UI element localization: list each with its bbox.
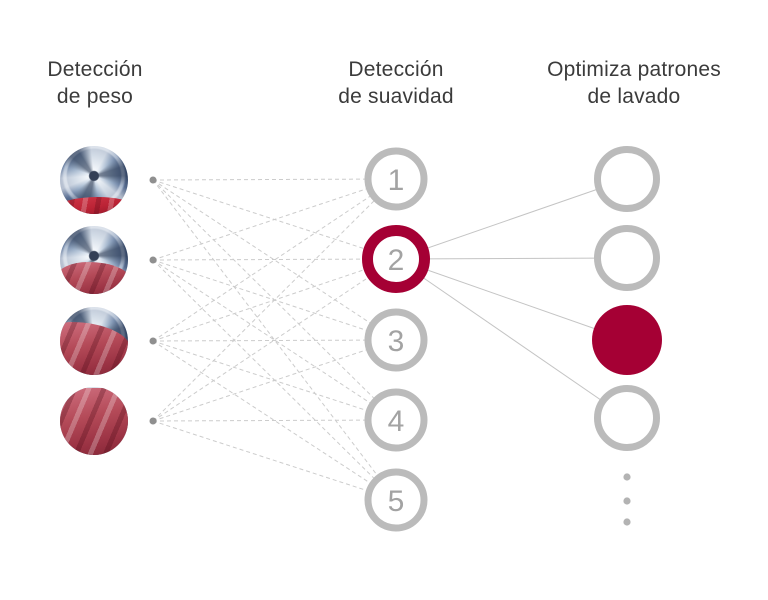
input-connector-dot-3 [149, 337, 157, 345]
fabric-load [60, 321, 128, 375]
hidden-node-1 [364, 147, 428, 211]
header-line-2: de suavidad [338, 85, 454, 108]
output-node-2 [594, 225, 660, 291]
input-connector-dot-1 [149, 176, 157, 184]
header-line-2: de peso [56, 85, 134, 108]
fabric-load [60, 262, 128, 294]
fabric-load [60, 196, 128, 214]
output-node-1 [594, 146, 660, 212]
hidden-node-label-2: 2 [388, 244, 405, 277]
column-header-weight-detection: Detección de peso [0, 56, 190, 110]
header-line-1: Detección [47, 58, 143, 81]
edge-input3-hidden5 [152, 340, 397, 501]
edge-input1-hidden5 [152, 179, 397, 501]
edge-input4-hidden4 [152, 419, 397, 422]
edge-hidden2-output3 [395, 258, 628, 341]
header-line-1: Optimiza patrones [547, 58, 721, 81]
output-ellipsis-dot-2 [623, 497, 631, 505]
header-line-2: de lavado [587, 85, 681, 108]
edge-input1-hidden1 [152, 178, 397, 181]
output-node-3-active [592, 305, 662, 375]
drum-load-full-image [60, 387, 128, 455]
output-ellipsis-dot-1 [623, 473, 631, 481]
edge-input2-hidden1 [152, 178, 397, 261]
hidden-node-label-5: 5 [388, 485, 405, 518]
hidden-node-label-3: 3 [388, 325, 405, 358]
output-ellipsis-dot-3 [623, 518, 631, 526]
hidden-node-label-4: 4 [388, 405, 405, 438]
hidden-node-4 [364, 388, 428, 452]
edge-input3-hidden3 [152, 339, 397, 342]
hidden-node-3 [364, 308, 428, 372]
drum-load-small-image [60, 146, 128, 214]
edge-input2-hidden2 [152, 258, 397, 261]
edge-hidden2-output1 [395, 178, 628, 260]
input-connector-dot-4 [149, 417, 157, 425]
edge-hidden2-output2 [395, 257, 628, 260]
header-line-1: Detección [348, 58, 444, 81]
drum-load-large-image [60, 307, 128, 375]
edge-input4-hidden1 [152, 178, 397, 422]
edge-input4-hidden5 [152, 420, 397, 501]
output-node-4 [594, 385, 660, 451]
input-connector-dot-2 [149, 256, 157, 264]
column-header-softness-detection: Detección de suavidad [286, 56, 506, 110]
hidden-node-5 [364, 468, 428, 532]
column-header-wash-optimization: Optimiza patrones de lavado [504, 56, 764, 110]
fabric-load [60, 388, 128, 455]
hidden-node-2-active [362, 225, 430, 293]
edge-input4-hidden3 [152, 339, 397, 422]
drum-load-medium-image [60, 226, 128, 294]
hidden-node-label-1: 1 [388, 164, 405, 197]
edge-hidden2-output4 [395, 258, 628, 419]
